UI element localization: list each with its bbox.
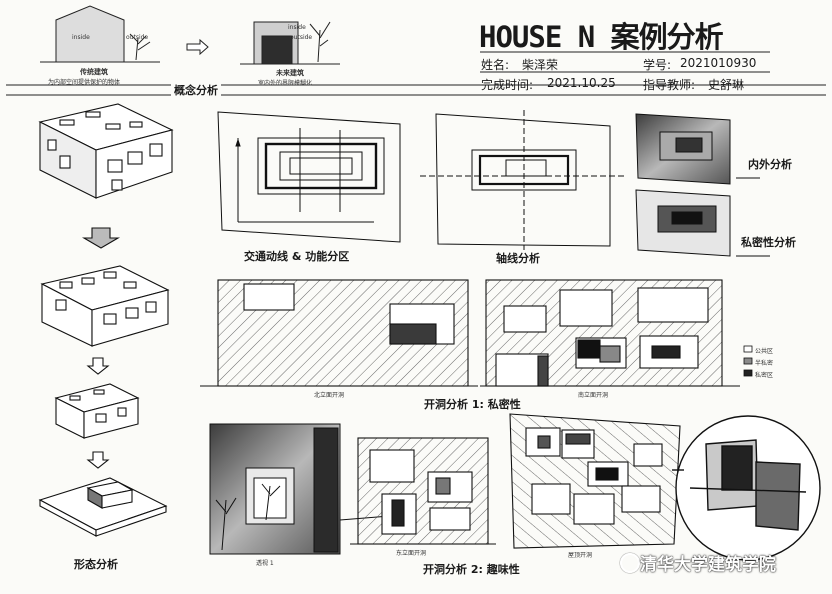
- concept-section-title: 概念分析: [171, 82, 221, 98]
- advisor-value: 史舒琳: [708, 78, 745, 92]
- south-elevation-label: 南立面开洞: [578, 392, 609, 399]
- student-id-value: 2021010930: [680, 56, 757, 70]
- north-elevation: [200, 279, 478, 387]
- date-value: 2021.10.25: [547, 76, 616, 90]
- legend-swatches: [743, 345, 753, 377]
- future-house-sketch: [240, 21, 340, 65]
- name-value: 柴泽荣: [522, 58, 559, 72]
- form-caption: 形态分析: [74, 558, 118, 571]
- student-id-label: 学号:: [643, 58, 672, 72]
- traditional-house-sketch: [40, 5, 160, 63]
- sheet-title: HOUSE N 案例分析: [479, 20, 724, 54]
- traditional-note: 为内部空间提供保护的物体: [48, 79, 121, 86]
- perspective-drawing: [209, 423, 391, 555]
- east-elevation-label: 东立面开洞: [396, 550, 427, 557]
- zoom-detail-circle: [672, 415, 821, 561]
- openings-privacy-caption: 开洞分析 1: 私密性: [424, 398, 521, 411]
- inside-outside-caption: 内外分析: [748, 158, 792, 171]
- wechat-icon: [620, 553, 640, 573]
- legend-swatch-private: [743, 369, 753, 377]
- circulation-caption: 交通动线 & 功能分区: [244, 250, 350, 263]
- outside-label: outside: [126, 34, 149, 41]
- form-analysis-axos: [38, 103, 174, 537]
- axis-caption: 轴线分析: [496, 252, 540, 265]
- future-inside-label: inside: [288, 24, 306, 31]
- legend-label-semi: 半私密: [755, 360, 774, 367]
- privacy-caption: 私密性分析: [741, 236, 796, 249]
- north-elevation-label: 北立面开洞: [314, 392, 345, 399]
- name-label: 姓名:: [481, 58, 510, 72]
- date-label: 完成时间:: [481, 78, 534, 92]
- south-elevation: [480, 279, 740, 387]
- header-lines: [6, 51, 826, 96]
- advisor-label: 指导教师:: [643, 78, 696, 92]
- circulation-plan: [217, 111, 401, 243]
- legend-label-public: 公共区: [755, 348, 774, 355]
- roof-openings: [509, 413, 681, 549]
- privacy-thumbnails: [635, 113, 770, 257]
- inside-label: inside: [72, 34, 90, 41]
- future-title: 未来建筑: [276, 69, 304, 77]
- arrow-right: [186, 38, 209, 56]
- traditional-title: 传统建筑: [80, 68, 108, 76]
- watermark-text: 清华大学建筑学院: [640, 555, 776, 575]
- perspective-label: 透视 1: [256, 560, 274, 567]
- axis-plan: [420, 110, 626, 250]
- legend-swatch-public: [743, 345, 753, 353]
- legend-label-private: 私密区: [755, 372, 774, 379]
- openings-interest-caption: 开洞分析 2: 趣味性: [423, 563, 520, 576]
- roof-elevation-label: 屋顶开洞: [568, 552, 593, 559]
- future-note: 室内外的界限模糊化: [258, 80, 313, 87]
- legend-swatch-semi: [743, 357, 753, 365]
- east-elevation: [350, 437, 496, 545]
- future-outside-label: outside: [290, 34, 313, 41]
